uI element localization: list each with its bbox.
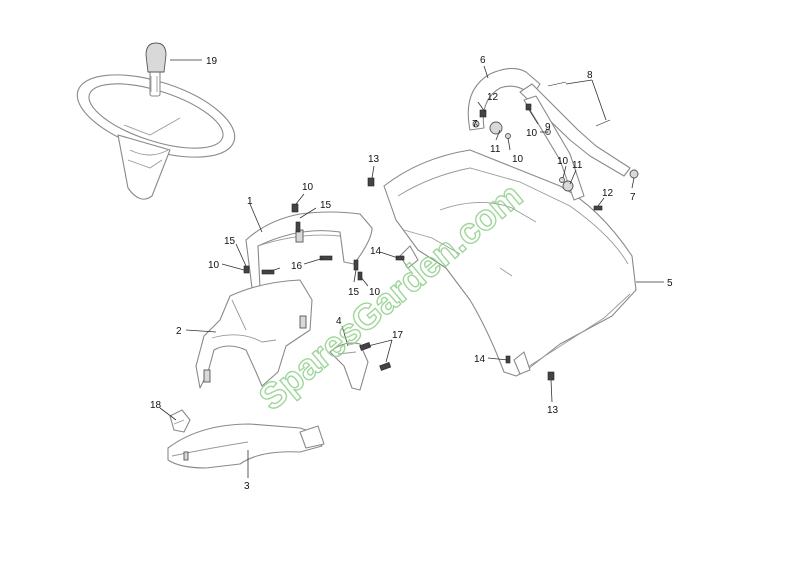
callout-7-top: 7 xyxy=(472,119,478,130)
front-hood xyxy=(383,149,637,377)
callout-15-left: 15 xyxy=(224,236,236,247)
callout-15-lower: 15 xyxy=(348,287,360,298)
callout-11-side: 11 xyxy=(572,160,583,171)
callout-10-left: 10 xyxy=(208,260,220,271)
callout-17: 17 xyxy=(392,330,404,341)
dash-cover xyxy=(195,279,313,389)
callout-10-lower: 10 xyxy=(369,287,381,298)
small-bracket xyxy=(329,342,369,391)
callout-10-upper: 10 xyxy=(302,182,314,193)
callout-16: 16 xyxy=(291,261,303,272)
callout-12-right: 12 xyxy=(602,188,614,199)
steering-wheel xyxy=(76,42,236,200)
callout-5: 5 xyxy=(667,278,673,289)
callout-6: 6 xyxy=(480,55,486,66)
leader-lines xyxy=(159,59,664,478)
callout-15-upper: 15 xyxy=(320,200,332,211)
callout-13-top: 13 xyxy=(368,154,380,165)
bumper-bar xyxy=(467,67,631,201)
callout-10-right: 10 xyxy=(526,128,538,139)
bolts-17 xyxy=(359,342,392,371)
callout-labels: 19 6 8 12 7 9 10 11 10 10 11 7 12 13 10 … xyxy=(150,55,673,492)
callout-8: 8 xyxy=(587,70,593,81)
callout-11-top: 11 xyxy=(490,144,501,155)
callout-4: 4 xyxy=(336,316,342,327)
callout-13-lower: 13 xyxy=(547,405,559,416)
callout-10-mid: 10 xyxy=(512,154,524,165)
callout-14-top: 14 xyxy=(370,246,382,257)
callout-12-top: 12 xyxy=(487,92,499,103)
callout-10-side: 10 xyxy=(557,156,569,167)
lower-shroud xyxy=(167,423,325,469)
upper-bracket xyxy=(245,211,373,289)
callout-2: 2 xyxy=(176,326,182,337)
callout-9: 9 xyxy=(545,122,551,133)
callout-7-right: 7 xyxy=(630,192,636,203)
callout-14-lower: 14 xyxy=(474,354,486,365)
callout-1: 1 xyxy=(247,196,253,207)
callout-3: 3 xyxy=(244,481,250,492)
clip-part xyxy=(169,409,191,433)
callout-18: 18 xyxy=(150,400,162,411)
callout-19: 19 xyxy=(206,56,218,67)
